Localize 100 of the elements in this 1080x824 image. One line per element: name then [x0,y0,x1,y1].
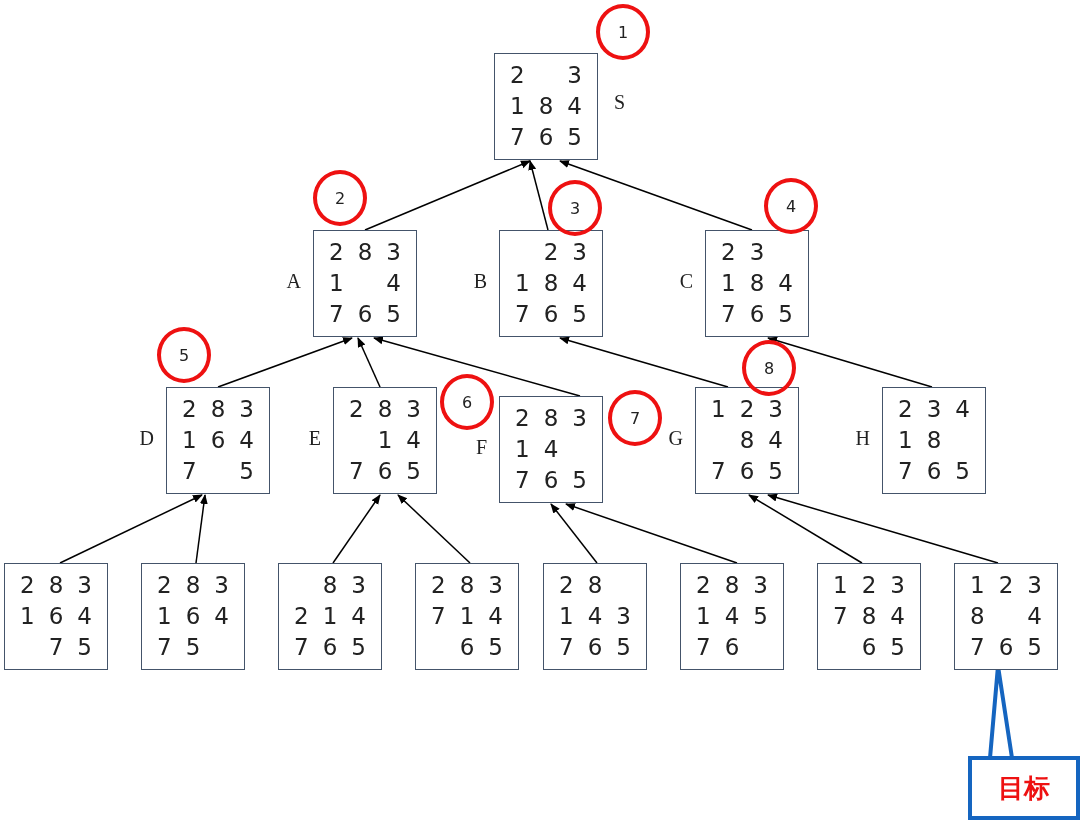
tile-number: 8 [459,574,475,597]
arrow [528,160,549,231]
tile-number: 5 [572,303,587,326]
tile-number: 3 [488,574,503,597]
tile-number: 5 [386,303,401,326]
tile-number: 3 [890,574,905,597]
tile-number: 5 [890,636,905,659]
puzzle-state-box [313,230,417,337]
tile-number: 3 [926,398,942,421]
tile-number: 8 [538,95,554,118]
tile-number: 7 [431,605,446,628]
tile-number: 6 [749,303,765,326]
node-label: A [286,270,301,293]
tile-number: 7 [515,469,530,492]
step-number-circle: 7 [608,390,662,446]
tile-number: 5 [768,460,783,483]
puzzle-state-box [499,230,603,337]
tile-number: 1 [510,95,525,118]
step-number-circle: 5 [157,327,211,383]
tile-number: 4 [488,605,503,628]
tile-number: 2 [515,407,530,430]
tile-number: 2 [559,574,574,597]
tile-number: 8 [861,605,877,628]
tile-number: 5 [77,636,92,659]
puzzle-state-box [954,563,1058,670]
tile-number: 6 [538,126,554,149]
tile-number: 8 [210,398,226,421]
tile-number: 8 [724,574,740,597]
node-label: C [679,270,693,293]
tile-number: 3 [753,574,768,597]
tile-number: 8 [749,272,765,295]
arrow [397,494,471,564]
tile-number: 6 [322,636,338,659]
puzzle-state-box [543,563,647,670]
tile-number: 2 [898,398,913,421]
tile-number: 2 [157,574,172,597]
tile-number: 5 [239,460,254,483]
tile-number: 2 [431,574,446,597]
tile-number: 2 [20,574,35,597]
tile-number: 5 [406,460,421,483]
arrow [332,494,381,564]
tile-number: 8 [543,272,559,295]
arrow [767,336,933,388]
tile-number: 2 [294,605,309,628]
tile-number: 8 [926,429,942,452]
tile-number: 8 [739,429,755,452]
tile-number: 7 [696,636,711,659]
tile-number: 3 [572,407,587,430]
tile-number: 1 [20,605,35,628]
step-number-circle: 4 [764,178,818,234]
tile-number: 1 [833,574,848,597]
step-number-circle: 3 [548,180,602,236]
tile-number: 4 [567,95,582,118]
tile-number: 1 [157,605,172,628]
tile-number: 7 [48,636,64,659]
tile-number: 3 [386,241,401,264]
tile-number: 4 [724,605,740,628]
tile-number: 5 [185,636,201,659]
tile-number: 4 [543,438,559,461]
tile-number: 3 [351,574,366,597]
tile-number: 2 [696,574,711,597]
tile-number: 4 [890,605,905,628]
tile-number: 3 [77,574,92,597]
tile-number: 2 [998,574,1014,597]
tile-number: 3 [616,605,631,628]
tile-number: 8 [543,407,559,430]
arrow [550,503,598,564]
tile-number: 1 [182,429,197,452]
tile-number: 6 [587,636,603,659]
tile-number: 7 [970,636,985,659]
tile-number: 7 [349,460,364,483]
tile-number: 6 [861,636,877,659]
tile-number: 7 [157,636,172,659]
tile-number: 3 [1027,574,1042,597]
tile-number: 6 [724,636,740,659]
tile-number: 2 [329,241,344,264]
tile-number: 4 [351,605,366,628]
tile-number: 6 [739,460,755,483]
node-label: F [475,436,487,459]
node-label: H [855,427,870,450]
puzzle-state-box [695,387,799,494]
step-number-circle: 2 [313,170,367,226]
tile-number: 4 [768,429,783,452]
tile-number: 4 [406,429,421,452]
tile-number: 6 [543,469,559,492]
puzzle-state-box [499,396,603,503]
tile-number: 1 [377,429,393,452]
tile-number: 8 [185,574,201,597]
tile-number: 7 [515,303,530,326]
tile-number: 3 [239,398,254,421]
puzzle-state-box [278,563,382,670]
tile-number: 6 [185,605,201,628]
tile-number: 5 [778,303,793,326]
tile-number: 8 [377,398,393,421]
tile-number: 5 [753,605,768,628]
tile-number: 7 [711,460,726,483]
puzzle-state-box [166,387,270,494]
tile-number: 3 [768,398,783,421]
arrow [364,160,531,231]
tile-number: 7 [294,636,309,659]
